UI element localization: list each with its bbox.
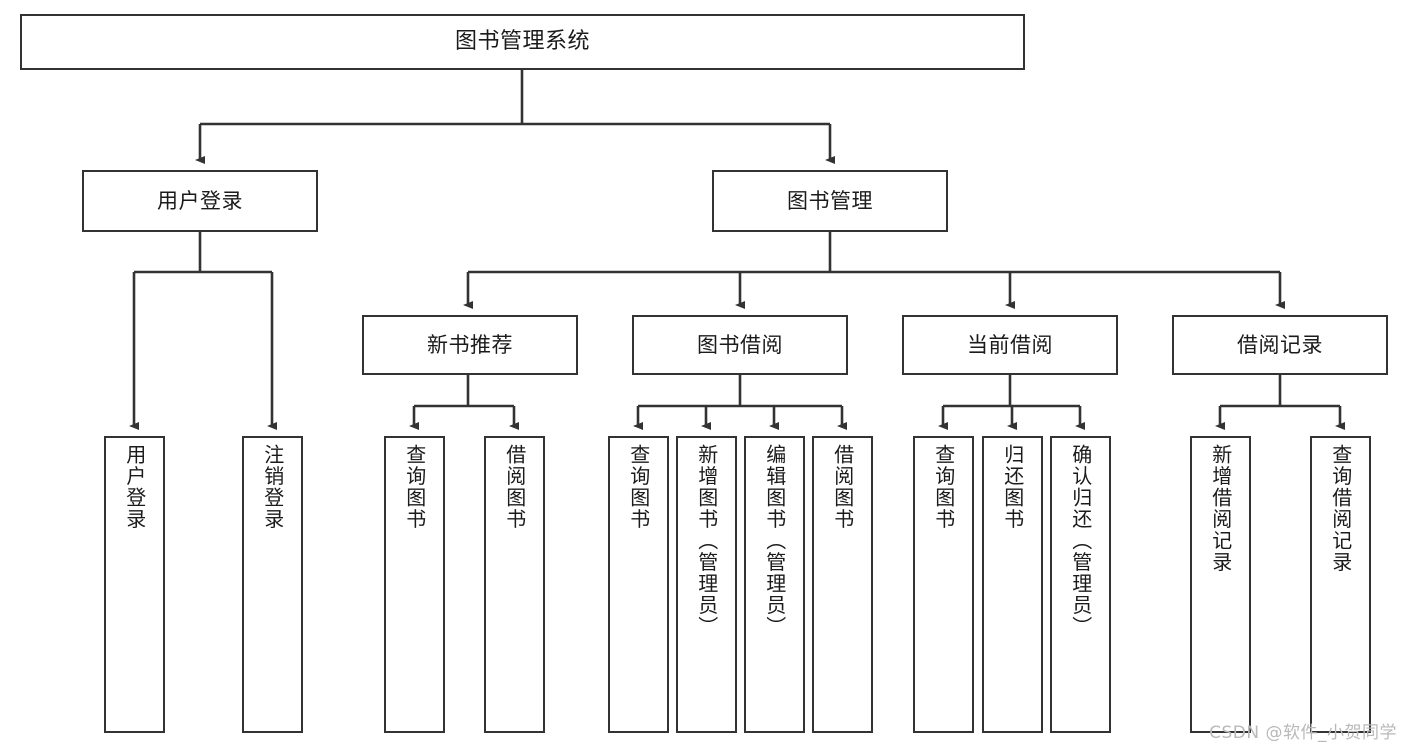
node-leaf-query-borrow-record[interactable]: 查询借阅记录 [1310, 436, 1371, 733]
node-leaf-query-book-3[interactable]: 查询图书 [913, 436, 974, 733]
node-leaf-edit-book-admin[interactable]: 编辑图书（管理员） [744, 436, 805, 733]
node-label: 确认归还（管理员） [1068, 444, 1093, 638]
node-leaf-return-book[interactable]: 归还图书 [982, 436, 1043, 733]
node-label: 用户登录 [122, 444, 147, 530]
node-label: 查询图书 [402, 444, 427, 530]
node-label: 归还图书 [1000, 444, 1025, 530]
node-leaf-user-logout[interactable]: 注销登录 [242, 436, 303, 733]
node-label: 图书管理 [787, 188, 873, 213]
node-label: 新书推荐 [427, 332, 513, 357]
node-label: 当前借阅 [967, 332, 1053, 357]
node-root-system[interactable]: 图书管理系统 [20, 14, 1025, 70]
node-label: 新增借阅记录 [1208, 444, 1233, 573]
node-book-borrow[interactable]: 图书借阅 [632, 315, 848, 375]
node-borrow-record[interactable]: 借阅记录 [1172, 315, 1388, 375]
node-leaf-confirm-return-admin[interactable]: 确认归还（管理员） [1050, 436, 1111, 733]
node-label: 查询借阅记录 [1328, 444, 1353, 573]
node-leaf-user-login[interactable]: 用户登录 [104, 436, 165, 733]
watermark: CSDN @软件_小贺同学 [1209, 723, 1397, 743]
node-label: 查询图书 [931, 444, 956, 530]
node-leaf-borrow-book-2[interactable]: 借阅图书 [812, 436, 873, 733]
node-label: 注销登录 [260, 444, 285, 530]
node-label: 编辑图书（管理员） [762, 444, 787, 638]
node-leaf-add-book-admin[interactable]: 新增图书（管理员） [676, 436, 737, 733]
node-current-borrow[interactable]: 当前借阅 [902, 315, 1118, 375]
node-label: 借阅图书 [830, 444, 855, 530]
node-leaf-add-borrow-record[interactable]: 新增借阅记录 [1190, 436, 1251, 733]
node-book-manage[interactable]: 图书管理 [712, 170, 948, 232]
node-label: 查询图书 [626, 444, 651, 530]
node-label: 新增图书（管理员） [694, 444, 719, 638]
node-leaf-query-book-2[interactable]: 查询图书 [608, 436, 669, 733]
node-leaf-query-book-1[interactable]: 查询图书 [384, 436, 445, 733]
node-label: 借阅图书 [502, 444, 527, 530]
node-label: 用户登录 [157, 188, 243, 213]
node-leaf-borrow-book-1[interactable]: 借阅图书 [484, 436, 545, 733]
node-user-login[interactable]: 用户登录 [82, 170, 318, 232]
node-label: 借阅记录 [1237, 332, 1323, 357]
node-new-book-recommend[interactable]: 新书推荐 [362, 315, 578, 375]
node-label: 图书管理系统 [454, 29, 590, 55]
node-label: 图书借阅 [697, 332, 783, 357]
